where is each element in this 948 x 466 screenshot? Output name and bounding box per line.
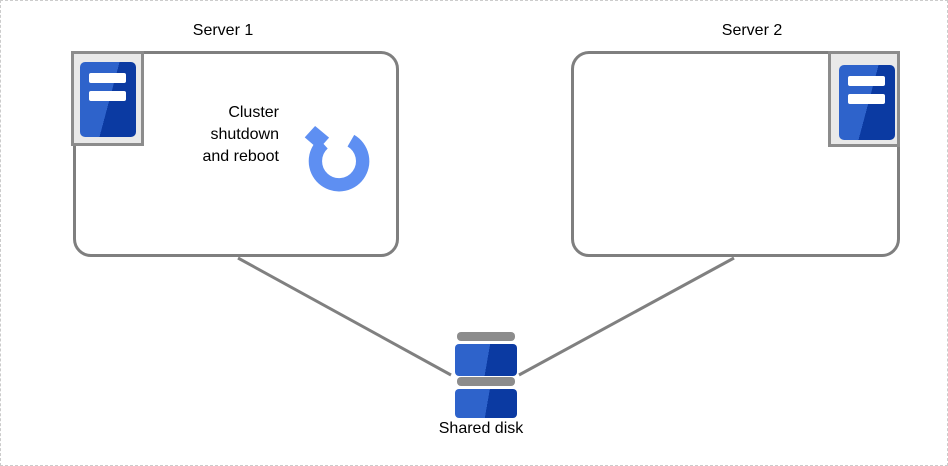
reboot-arrow-ring bbox=[308, 134, 370, 192]
server2-tower-slot bbox=[848, 94, 885, 104]
disk-platter bbox=[455, 344, 517, 376]
disk-platter bbox=[455, 389, 517, 418]
server1-tower-slot bbox=[89, 91, 126, 101]
server2-label: Server 2 bbox=[721, 22, 783, 39]
server1-tower-body bbox=[80, 62, 136, 137]
server2-tower-slot bbox=[848, 76, 885, 86]
disk-cap bbox=[457, 332, 515, 341]
reboot-circular-arrow-icon bbox=[304, 125, 370, 192]
server1-tower-server-icon bbox=[71, 51, 144, 146]
reboot-arrow-head bbox=[304, 125, 330, 150]
connector-server2-disk bbox=[518, 256, 735, 377]
server1-annotation-text: Cluster shutdown and reboot bbox=[202, 104, 279, 165]
server1-tower-slot bbox=[89, 73, 126, 83]
server1-label: Server 1 bbox=[192, 22, 254, 39]
shared-disk-stack-icon bbox=[455, 332, 517, 418]
connector-server1-disk bbox=[237, 256, 452, 377]
disk-cap bbox=[457, 377, 515, 386]
server2-tower-body bbox=[839, 65, 895, 140]
shared-disk-label: Shared disk bbox=[438, 420, 524, 437]
server2-tower-server-icon bbox=[828, 51, 900, 147]
